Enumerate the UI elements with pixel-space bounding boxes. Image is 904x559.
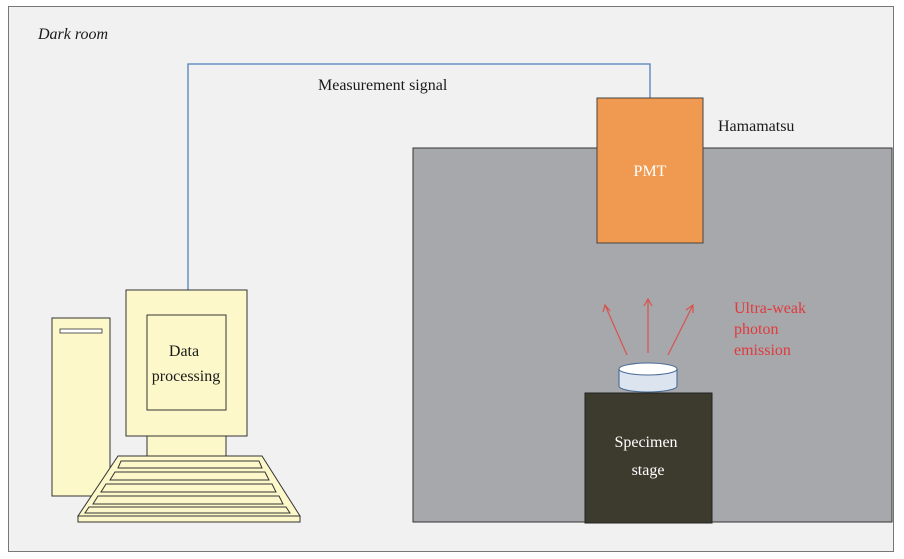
pmt-box — [596, 97, 704, 244]
emission-arrowhead-right — [685, 303, 694, 313]
monitor-screen — [146, 314, 227, 411]
keyboard — [77, 455, 301, 523]
computer-monitor — [125, 289, 248, 457]
emission-arrow-left — [604, 304, 628, 356]
keyboard-row-2 — [109, 471, 270, 481]
keyboard-row-5 — [84, 506, 291, 514]
measurement-signal-label: Measurement signal — [318, 77, 448, 94]
emission-label: Ultra-weak photon emission — [734, 300, 810, 359]
emission-arrowhead-center — [643, 297, 653, 307]
keyboard-row-4 — [92, 495, 284, 505]
specimen-stage-label: Specimen stage — [614, 434, 681, 479]
data-processing-label: Data processing — [152, 343, 220, 385]
emission-arrow-right — [667, 304, 694, 356]
keyboard-row-1 — [117, 460, 263, 469]
keyboard-row-3 — [100, 483, 277, 493]
specimen-dish — [618, 362, 678, 393]
hamamatsu-label: Hamamatsu — [718, 118, 794, 135]
emission-arrows — [602, 297, 694, 356]
dark-room-label: Dark room — [37, 26, 108, 43]
specimen-stage — [584, 392, 713, 524]
monitor-stand — [146, 435, 227, 457]
emission-arrowhead-left — [602, 303, 611, 313]
signal-wire — [187, 63, 651, 292]
pmt-label: PMT — [634, 163, 667, 180]
computer-tower — [51, 317, 111, 497]
